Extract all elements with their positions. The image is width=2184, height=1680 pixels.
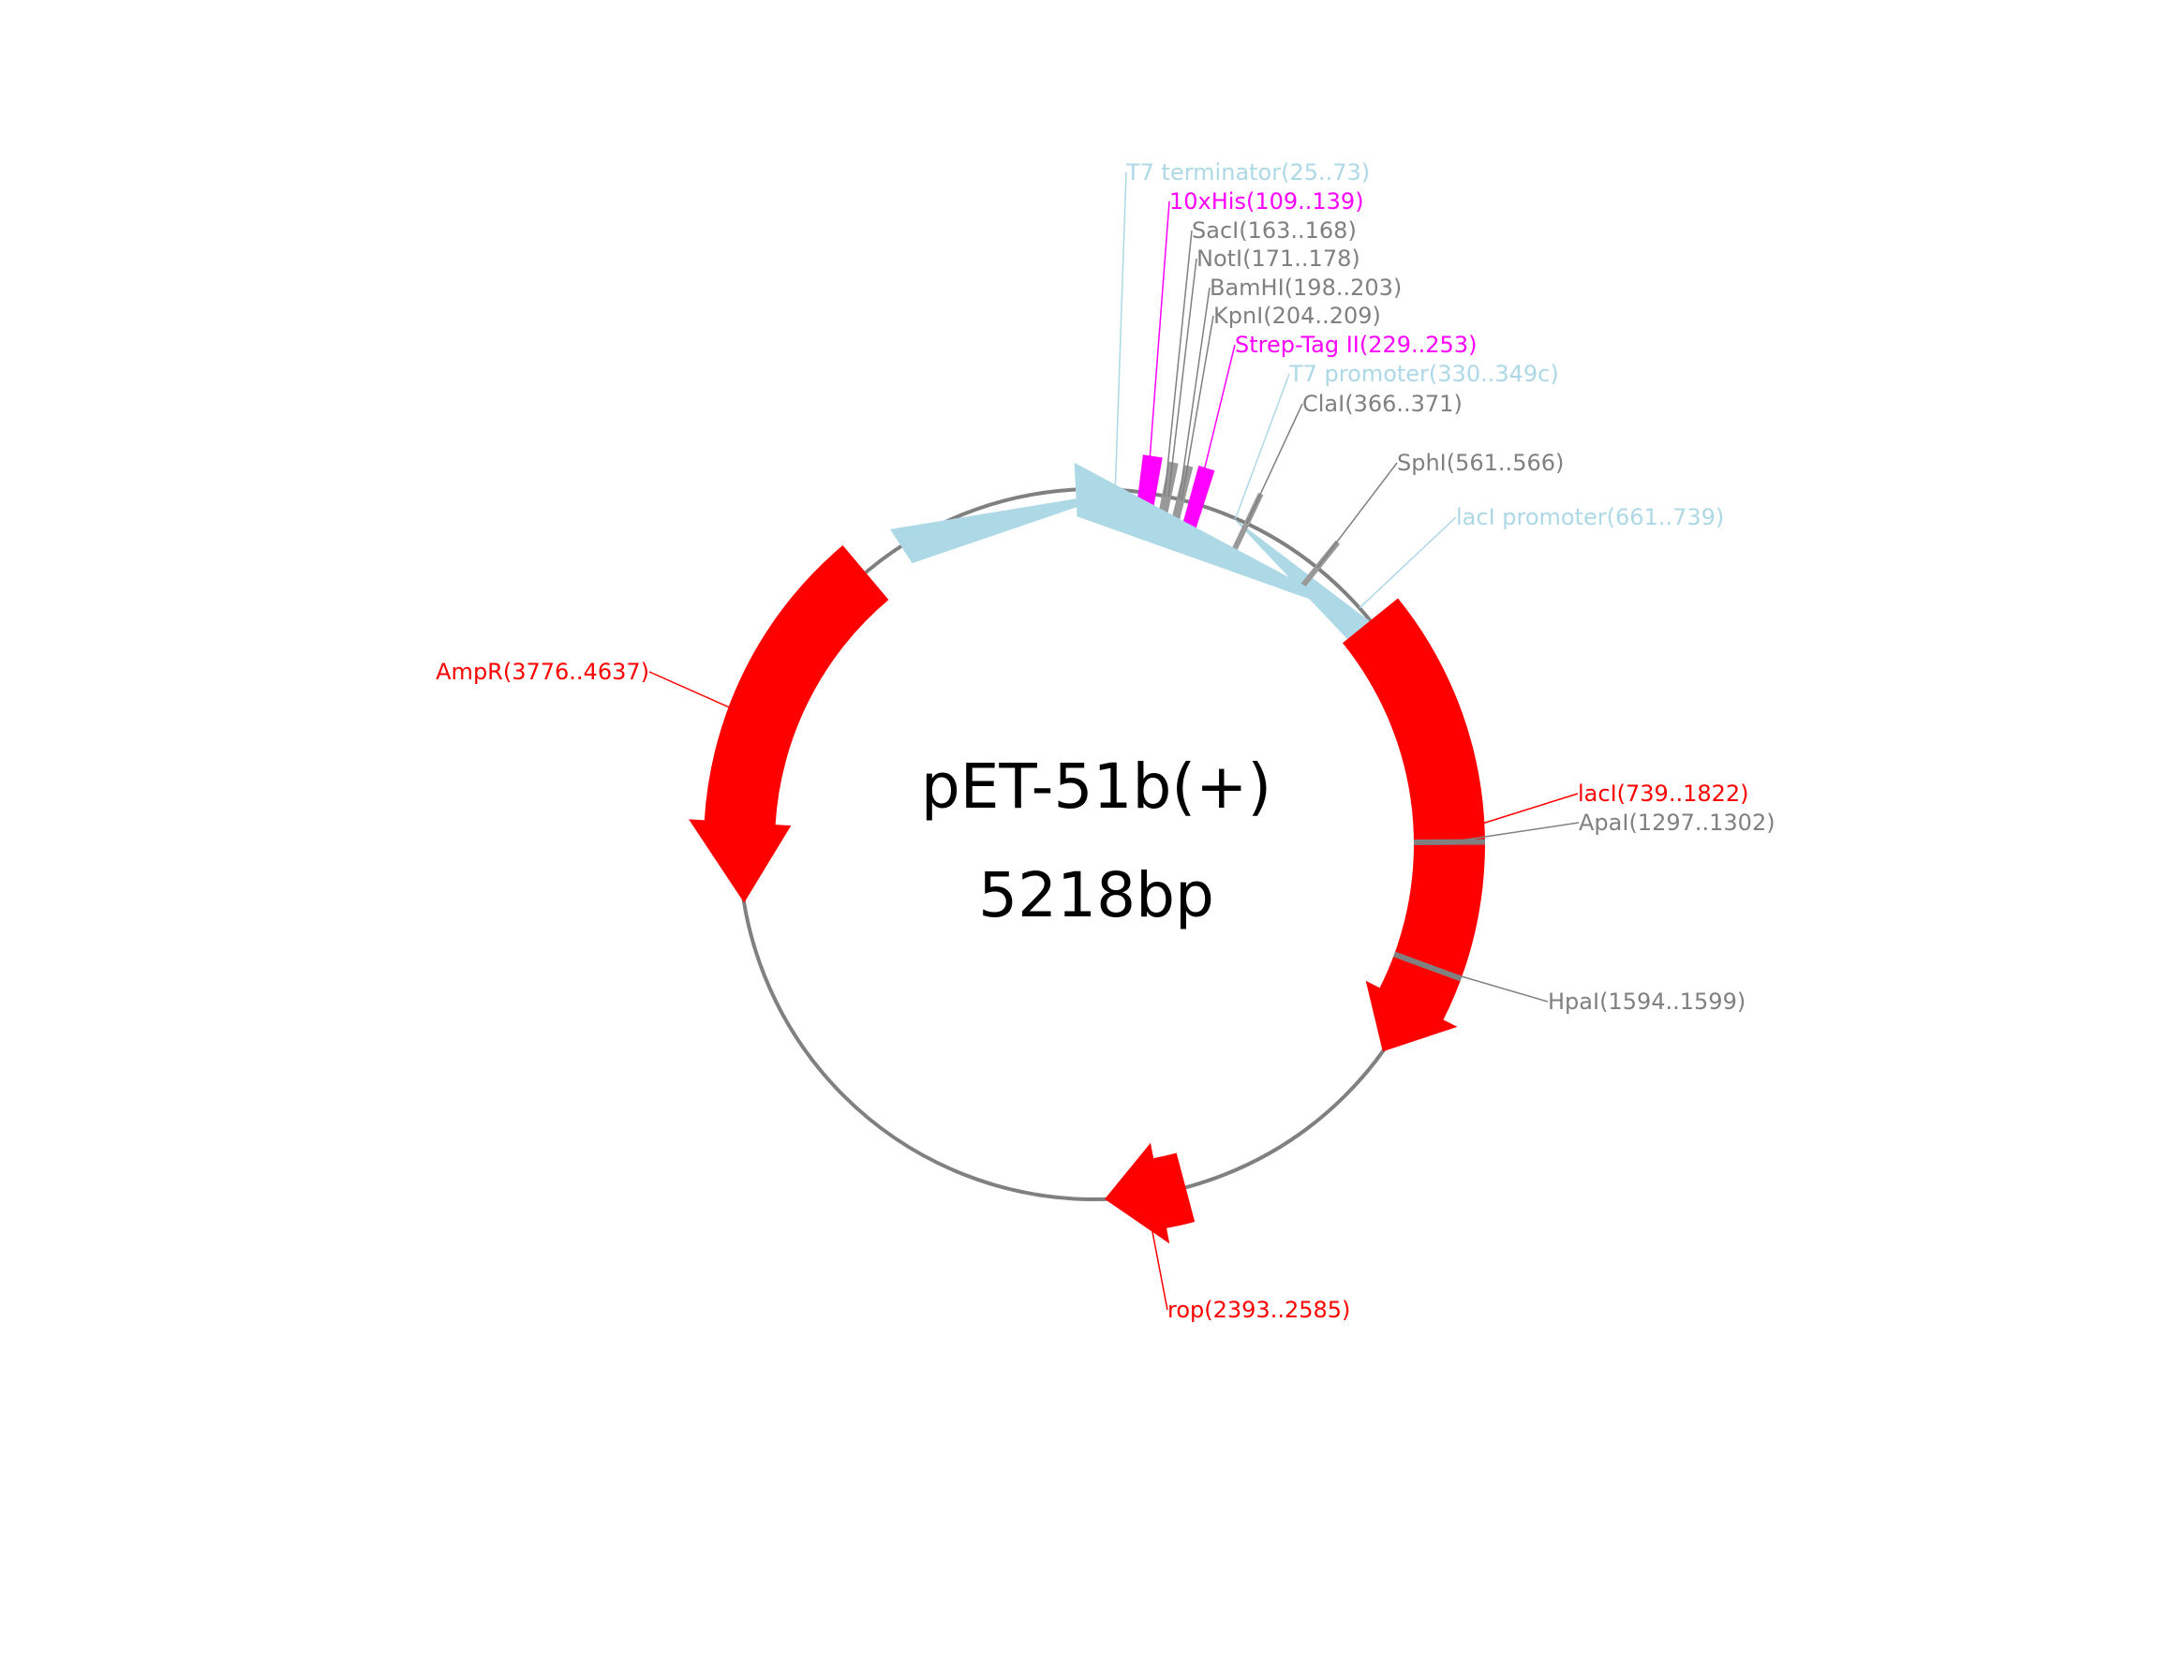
- labels-layer: T7 terminator(25..73)10xHis(109..139)Sac…: [436, 159, 1775, 1323]
- feature-terminator-0: [890, 490, 1126, 564]
- feature-promoter-10: [1074, 462, 1371, 621]
- leader-line-3: [1167, 258, 1197, 498]
- leader-line-12: [1449, 822, 1580, 843]
- feature-gene-14: [1105, 1142, 1196, 1244]
- leader-line-2: [1164, 230, 1193, 497]
- features-layer: [689, 454, 1486, 1244]
- feature-label-5: KpnI(204..209): [1213, 303, 1381, 329]
- feature-tag-6: [1179, 466, 1215, 543]
- plasmid-length: 5218bp: [978, 859, 1214, 931]
- feature-label-11: lacI(739..1822): [1578, 781, 1749, 807]
- feature-label-3: NotI(171..178): [1196, 245, 1360, 272]
- feature-label-9: SphI(561..566): [1397, 450, 1564, 476]
- leader-line-10: [1359, 516, 1457, 609]
- feature-label-7: T7 promoter(330..349c): [1288, 361, 1559, 387]
- leader-line-9: [1316, 462, 1398, 569]
- leader-line-0: [1114, 171, 1127, 490]
- leader-line-14: [1144, 1195, 1168, 1311]
- feature-label-6: Strep-Tag II(229..253): [1235, 332, 1477, 358]
- plasmid-name: pET-51b(+): [921, 751, 1271, 823]
- feature-label-0: T7 terminator(25..73): [1125, 159, 1370, 186]
- leader-line-13: [1427, 965, 1549, 1003]
- feature-gene-11: [1343, 598, 1485, 1052]
- feature-label-13: HpaI(1594..1599): [1548, 989, 1746, 1015]
- feature-label-4: BamHI(198..203): [1210, 275, 1402, 301]
- feature-gene-15: [689, 545, 889, 903]
- leader-line-7: [1234, 373, 1290, 519]
- leader-line-5: [1181, 315, 1214, 500]
- leader-line-1: [1146, 201, 1170, 494]
- leader-line-11: [1449, 793, 1579, 835]
- feature-label-10: lacI promoter(661..739): [1456, 504, 1724, 530]
- leader-line-4: [1178, 287, 1211, 500]
- feature-label-2: SacI(163..168): [1192, 217, 1357, 244]
- leader-line-15: [648, 671, 762, 722]
- feature-label-14: rop(2393..2585): [1167, 1297, 1350, 1323]
- leader-line-8: [1246, 403, 1303, 525]
- feature-label-8: ClaI(366..371): [1302, 391, 1463, 417]
- feature-label-15: AmpR(3776..4637): [436, 659, 649, 685]
- leader-line-6: [1195, 344, 1236, 504]
- feature-label-1: 10xHis(109..139): [1169, 188, 1364, 215]
- feature-label-12: ApaI(1297..1302): [1579, 810, 1775, 836]
